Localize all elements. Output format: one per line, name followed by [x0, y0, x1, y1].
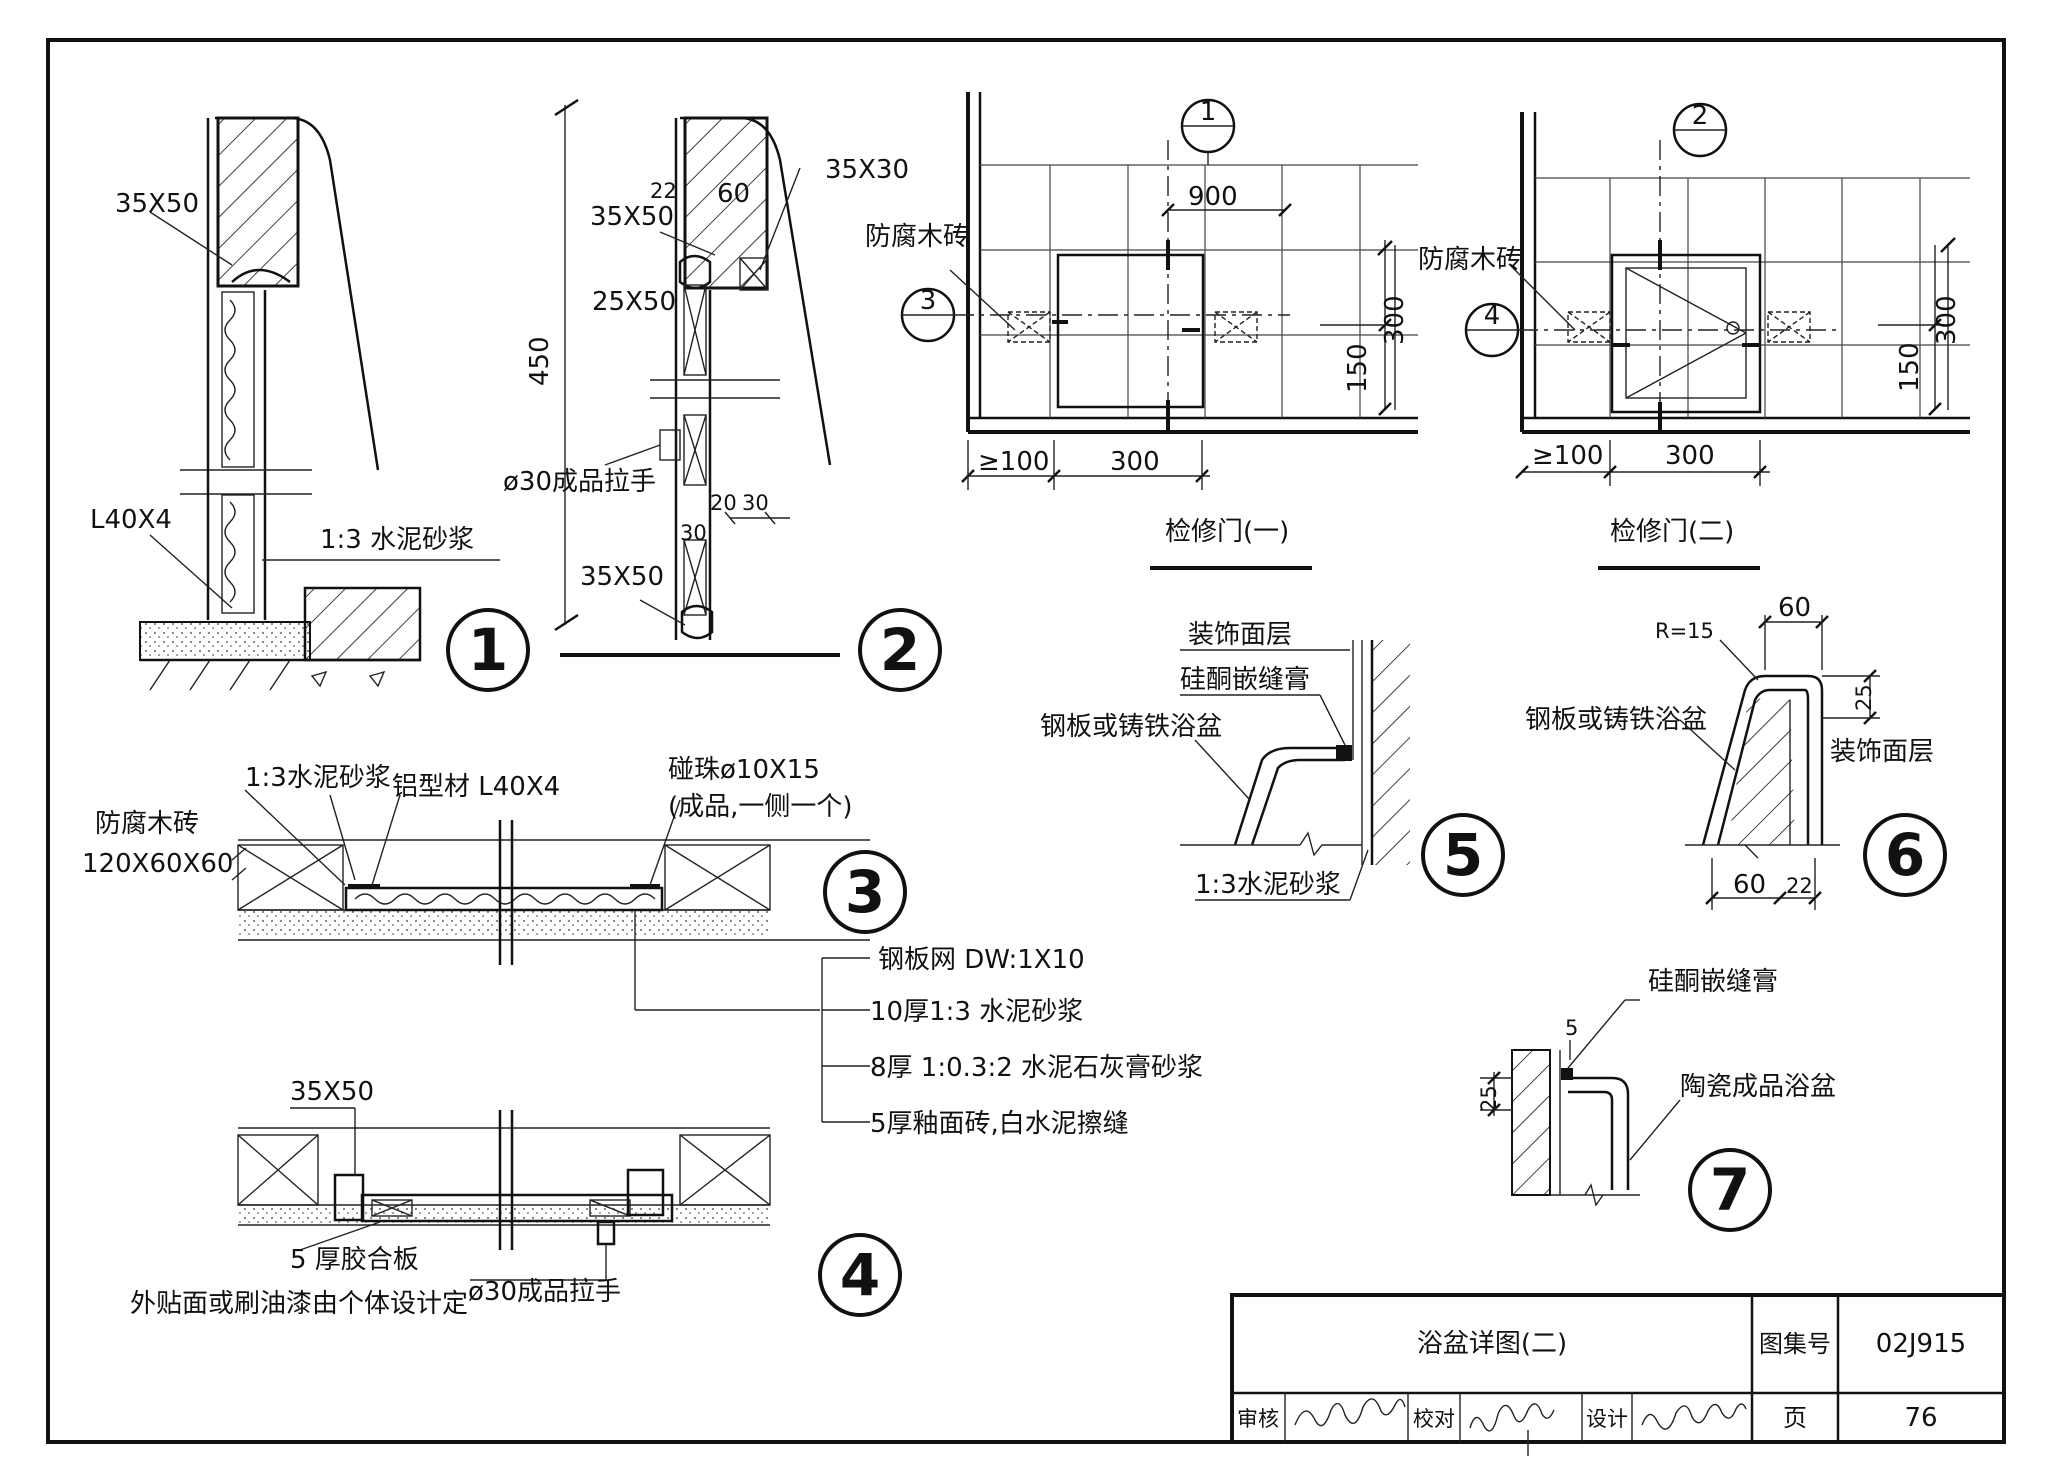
d7-label-a: 硅酮嵌缝膏: [1648, 967, 1778, 997]
door2-dim-300v: 300: [1932, 295, 1962, 345]
d5-label-c: 钢板或铸铁浴盆: [1040, 712, 1222, 742]
detail-mark-3: 3: [845, 858, 885, 926]
door1-dim-100: ≥100: [978, 447, 1049, 477]
design-label: 设计: [1586, 1407, 1628, 1431]
d2-label-d: 35X50: [590, 202, 674, 232]
layer-1: 钢板网 DW:1X10: [878, 945, 1085, 975]
reviewer-signature: [1294, 1398, 1406, 1427]
detail-mark-1: 1: [468, 616, 508, 684]
d6-label-d: 钢板或铸铁浴盆: [1525, 705, 1707, 735]
d4-label-b: 5 厚胶合板: [290, 1245, 419, 1275]
d2-dim-22: 22: [650, 179, 677, 203]
access-door-1: 1 3 防腐木砖 900 150 300 ≥100 300 检修门(一): [865, 92, 1418, 570]
layer-3: 8厚 1:0.3:2 水泥石灰膏砂浆: [870, 1053, 1203, 1083]
d6-dim-25: 25: [1852, 684, 1876, 711]
door2-sec-top: 2: [1692, 101, 1709, 131]
d6-label-r: R=15: [1655, 619, 1714, 643]
d3-label-d: (成品,一侧一个): [668, 792, 853, 822]
d3-label-c: 碰珠ø10X15: [668, 755, 820, 785]
door1-wood: 防腐木砖: [865, 222, 969, 252]
title-block: 浴盆详图(二) 图集号 02J915 审核 校对 设计 页 76: [1230, 1293, 2006, 1456]
door2-dim-300h: 300: [1665, 441, 1715, 471]
drawing-title: 浴盆详图(二): [1417, 1329, 1567, 1359]
d2-dim-20: 20: [710, 491, 737, 515]
d2-label-k: 35X50: [580, 562, 664, 592]
d3-label-a: 1:3水泥砂浆: [245, 763, 391, 793]
d4-label-a: 35X50: [290, 1077, 374, 1107]
door2-wood: 防腐木砖: [1418, 245, 1522, 275]
door1-sec-top: 1: [1200, 97, 1217, 127]
d2-dim-60: 60: [717, 179, 750, 209]
door2-dim-100: ≥100: [1532, 441, 1603, 471]
checker-signature: [1469, 1403, 1555, 1456]
d5-label-d: 1:3水泥砂浆: [1195, 870, 1341, 900]
detail-2: 450 35X30 22 60 35X50 25X50 ø30成品拉手 20 3…: [503, 98, 942, 692]
door2-dim-150: 150: [1895, 342, 1925, 392]
d2-label-g: ø30成品拉手: [503, 467, 656, 497]
d2-dim-30a: 30: [742, 491, 769, 515]
designer-signature: [1641, 1403, 1747, 1430]
d1-label-a: 35X50: [115, 189, 199, 219]
atlas-number: 02J915: [1876, 1329, 1966, 1359]
d5-label-a: 装饰面层: [1188, 620, 1292, 650]
d7-dim-25: 25: [1477, 1085, 1501, 1112]
d1-label-b: L40X4: [90, 505, 172, 535]
check-label: 校对: [1413, 1407, 1455, 1431]
d6-label-e: 装饰面层: [1830, 737, 1934, 767]
detail-mark-7: 7: [1710, 1156, 1750, 1224]
detail-1: 35X50 L40X4 1:3 水泥砂浆 1: [90, 116, 530, 692]
d1-label-c: 1:3 水泥砂浆: [320, 525, 474, 555]
d4-label-d: ø30成品拉手: [468, 1277, 621, 1307]
d4-label-c: 外贴面或刷油漆由个体设计定: [130, 1289, 468, 1319]
d3-label-f: 120X60X60: [82, 849, 233, 879]
layer-4: 5厚釉面砖,白水泥擦缝: [870, 1109, 1129, 1139]
door1-title: 检修门(一): [1165, 517, 1289, 547]
d5-label-b: 硅酮嵌缝膏: [1180, 665, 1310, 695]
door1-dim-900: 900: [1188, 182, 1238, 212]
access-door-2: 2 4 防腐木砖 150 300 ≥100 300 检修门(二): [1418, 101, 1970, 570]
door1-dim-150: 150: [1343, 343, 1373, 393]
d7-dim-5: 5: [1565, 1016, 1578, 1040]
d2-label-e: 25X50: [592, 287, 676, 317]
detail-mark-6: 6: [1885, 821, 1925, 889]
d2-dim-450: 450: [525, 336, 555, 386]
d6-dim-60b: 60: [1733, 870, 1766, 900]
sheet-border: [46, 38, 2006, 1444]
layer-2: 10厚1:3 水泥砂浆: [870, 997, 1083, 1027]
d2-label-a: 35X30: [825, 155, 909, 185]
atlas-label: 图集号: [1759, 1330, 1831, 1358]
door1-dim-300h: 300: [1110, 447, 1160, 477]
detail-mark-4: 4: [840, 1241, 880, 1309]
door2-title: 检修门(二): [1610, 517, 1734, 547]
detail-6: 60 R=15 25 钢板或铸铁浴盆 装饰面层 60 22 6: [1525, 593, 1947, 910]
d3-label-b: 铝型材 L40X4: [392, 772, 560, 802]
d2-dim-30b: 30: [680, 521, 707, 545]
detail-3: 1:3水泥砂浆 铝型材 L40X4 碰珠ø10X15 (成品,一侧一个) 防腐木…: [82, 755, 907, 1011]
d3-label-e: 防腐木砖: [95, 809, 199, 839]
door1-sec-left: 3: [920, 286, 937, 316]
detail-mark-2: 2: [880, 616, 920, 684]
page-number: 76: [1904, 1403, 1937, 1433]
detail-5: 装饰面层 硅酮嵌缝膏 钢板或铸铁浴盆 1:3水泥砂浆 5: [1040, 620, 1505, 901]
review-label: 审核: [1237, 1407, 1279, 1431]
d7-label-c: 陶瓷成品浴盆: [1680, 1072, 1836, 1102]
detail-4: 35X50 5 厚胶合板 外贴面或刷油漆由个体设计定 ø30成品拉手 4: [130, 1077, 902, 1319]
door2-sec-left: 4: [1484, 301, 1501, 331]
d6-dim-22: 22: [1786, 874, 1813, 898]
detail-7: 5 25 硅酮嵌缝膏 陶瓷成品浴盆 7: [1477, 967, 1836, 1232]
d6-dim-60a: 60: [1778, 593, 1811, 623]
detail-mark-5: 5: [1443, 821, 1483, 889]
page-label: 页: [1783, 1404, 1807, 1432]
door1-dim-300v: 300: [1380, 295, 1410, 345]
layer-callouts: 钢板网 DW:1X10 10厚1:3 水泥砂浆 8厚 1:0.3:2 水泥石灰膏…: [821, 945, 1203, 1139]
